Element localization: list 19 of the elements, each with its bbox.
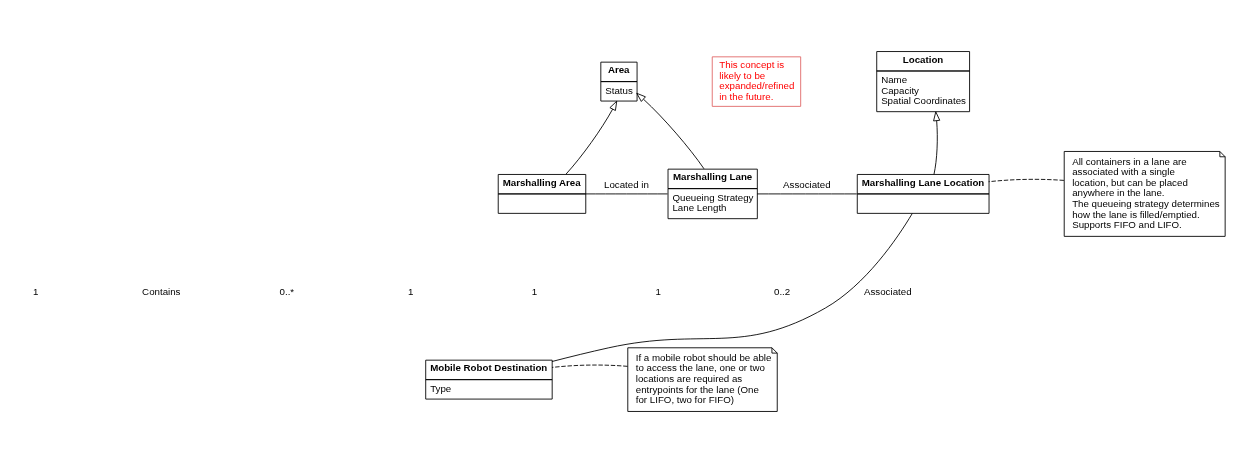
label: 1 — [531, 285, 538, 297]
label: 0..2 — [773, 285, 791, 297]
edge-label: Associated — [864, 285, 912, 297]
edge-label: Located in — [604, 178, 649, 190]
node-box: This concept is likely to be expanded/refined in the future. — [711, 55, 802, 107]
label: Contains — [142, 285, 181, 297]
connector — [756, 193, 858, 194]
connector — [585, 193, 668, 194]
arrow — [636, 92, 705, 169]
arrow — [933, 110, 941, 175]
label: 1 — [407, 285, 414, 297]
edge-label: Associated — [783, 178, 831, 190]
label: 1 — [33, 285, 39, 297]
connector — [551, 212, 913, 362]
connector — [988, 178, 1065, 182]
arrow — [565, 100, 618, 175]
label: 0..* — [279, 285, 295, 297]
label: 1 — [655, 285, 661, 297]
connector — [551, 364, 628, 368]
